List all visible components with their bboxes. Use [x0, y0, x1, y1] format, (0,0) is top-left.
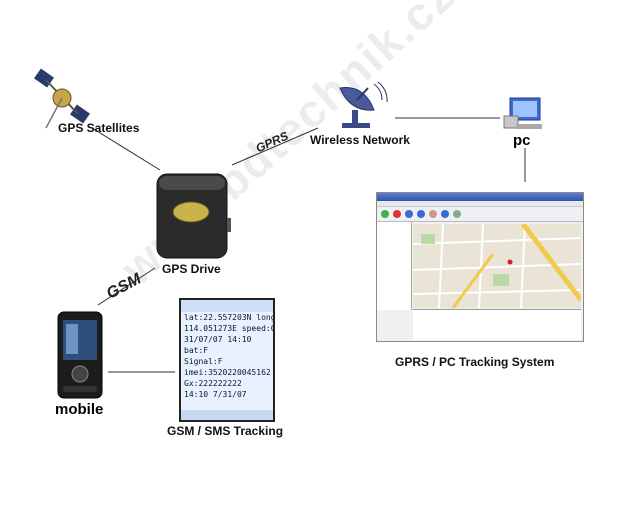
app-device-tree: [377, 222, 412, 310]
sms-status-bar: [181, 300, 273, 312]
sms-line: 114.051273E speed:0.0: [184, 324, 273, 333]
sms-line: lat:22.557203N long:: [184, 313, 275, 322]
tool-icon: [429, 210, 437, 218]
line-satellite-device: [91, 127, 161, 171]
app-data-grid: [413, 309, 581, 340]
tracking-app-screenshot: [376, 192, 584, 342]
sms-line: Gx:222222222: [184, 379, 242, 388]
computer-icon: [503, 97, 542, 129]
satellites-label: GPS Satellites: [58, 121, 140, 135]
gps-device-icon: [156, 173, 231, 259]
antenna-dish-icon: [339, 81, 388, 128]
device-label: GPS Drive: [162, 262, 221, 276]
sms-line: Signal:F: [184, 357, 223, 366]
stop-icon: [393, 210, 401, 218]
pc-label: pc: [513, 132, 531, 149]
satellite-icon: [34, 68, 90, 129]
network-label: Wireless Network: [310, 133, 410, 147]
sms-softkey-bar: [181, 410, 273, 420]
tool-icon: [453, 210, 461, 218]
sms-screen: lat:22.557203N long: 114.051273E speed:0…: [179, 298, 275, 422]
line-device-network: [231, 127, 319, 166]
mobile-phone-icon: [57, 311, 103, 399]
sms-line: imei:3520220045162: [184, 368, 271, 377]
tool-icon: [417, 210, 425, 218]
app-menu-bar: [377, 201, 583, 207]
line-device-mobile: [97, 267, 156, 306]
tool-icon: [441, 210, 449, 218]
sms-line: bat:F: [184, 346, 209, 355]
mobile-label: mobile: [55, 401, 104, 418]
app-map-view: [413, 224, 581, 308]
pc-tracking-label: GPRS / PC Tracking System: [395, 355, 555, 369]
app-toolbar: [377, 207, 583, 222]
sms-line: 31/07/07 14:10: [184, 335, 252, 344]
tool-icon: [405, 210, 413, 218]
sms-line: 14:10 7/31/07: [184, 390, 247, 399]
sms-tracking-label: GSM / SMS Tracking: [167, 424, 284, 438]
app-title-bar: [377, 193, 583, 201]
start-icon: [381, 210, 389, 218]
